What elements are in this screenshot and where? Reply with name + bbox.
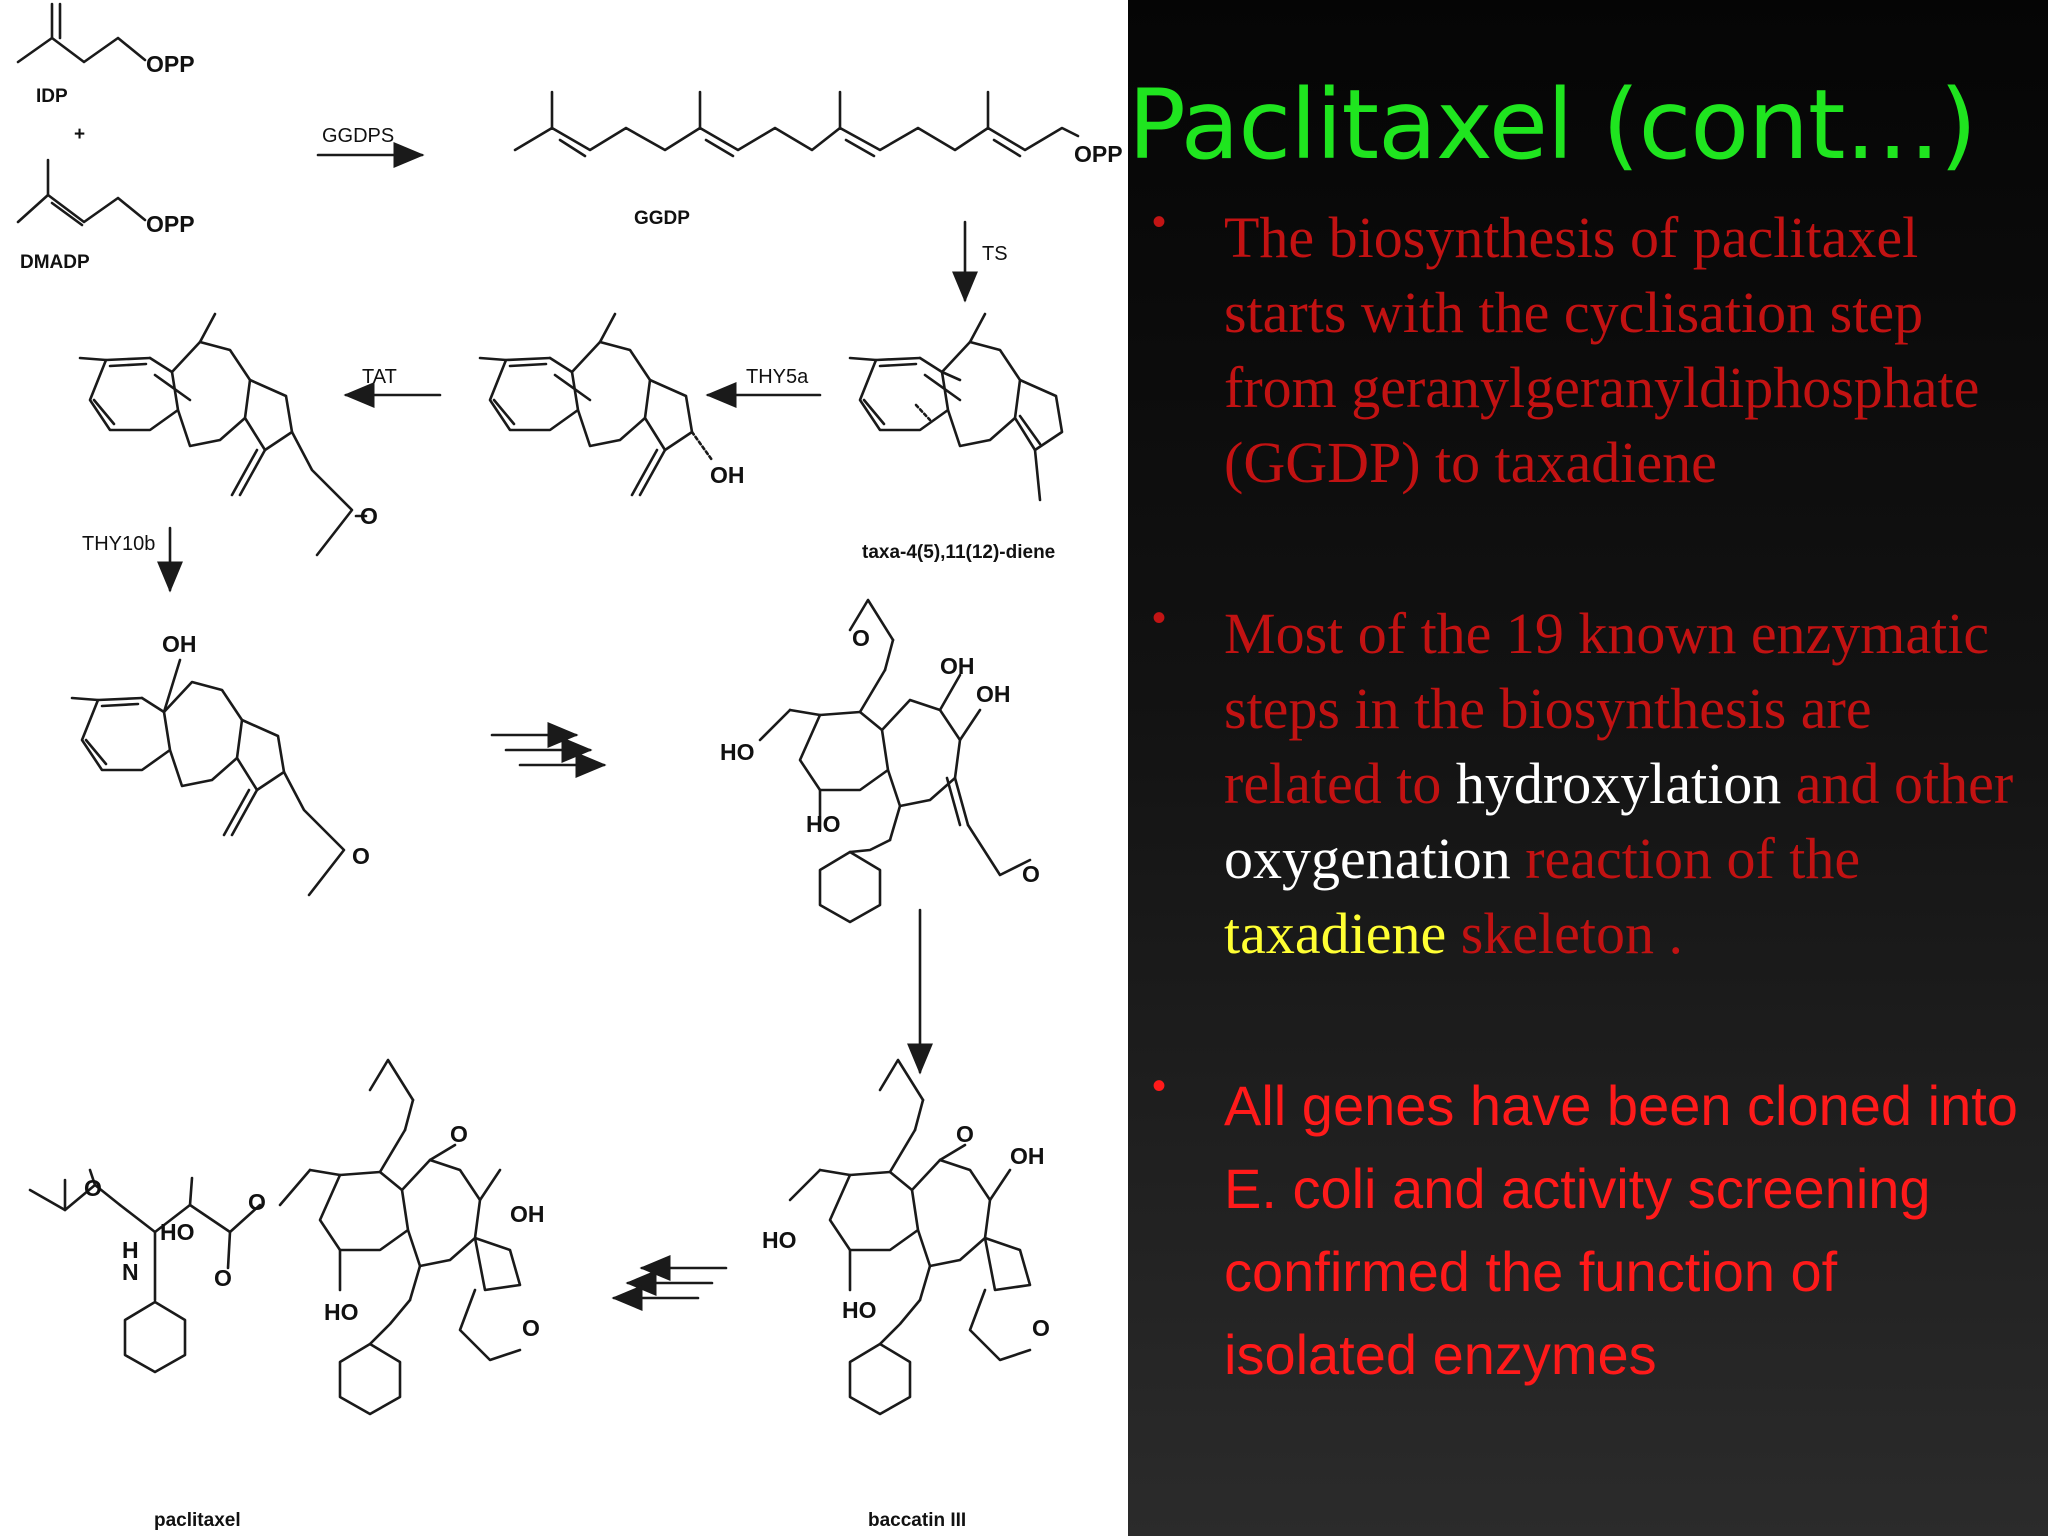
- thy5a-label: THY5a: [746, 366, 809, 388]
- ggdp-opp-label: OPP: [1074, 141, 1123, 167]
- taxadiene-structure: [848, 312, 1064, 502]
- bullet-dot-1: •: [1152, 200, 1167, 244]
- multistep-arrows: [490, 722, 607, 778]
- paclitaxel-o-ester: O: [248, 1189, 266, 1215]
- taxadiene-label: taxa-4(5),11(12)-diene: [862, 542, 1055, 563]
- baccatin-ho-left: HO: [762, 1227, 797, 1253]
- idp-opp-label: OPP: [146, 51, 195, 77]
- bullet-2-part7: skeleton .: [1460, 901, 1683, 966]
- ts-label: TS: [982, 243, 1008, 265]
- ggdp-label: GGDP: [634, 208, 690, 229]
- bullet-2-oxygenation: oxygenation: [1224, 826, 1511, 891]
- dmadp-opp-label: OPP: [146, 211, 195, 237]
- paclitaxel-h: H: [122, 1237, 139, 1263]
- taxadienol-structure: OH: [478, 312, 745, 497]
- ggdps-label: GGDPS: [322, 125, 394, 147]
- bullet-3-text: All genes have been cloned into E. coli …: [1224, 1074, 2018, 1386]
- thy10b-product-oh: OH: [162, 631, 197, 657]
- paclitaxel-n: N: [122, 1259, 139, 1285]
- intermediate-o-top: O: [852, 625, 870, 651]
- bullet-2-taxadiene: taxadiene: [1224, 901, 1447, 966]
- tat-product-o-carbonyl: O: [360, 503, 378, 529]
- thy10b-product-structure: OH O: [70, 631, 370, 897]
- baccatin-o-ketone: O: [956, 1121, 974, 1147]
- paclitaxel-ho-bottom: HO: [324, 1299, 359, 1325]
- bullet-dot-3: •: [1152, 1064, 1167, 1108]
- paclitaxel-o-carbonyl: O: [214, 1265, 232, 1291]
- ggdp-structure: OPP GGDP: [513, 90, 1123, 229]
- paclitaxel-oh: OH: [510, 1201, 545, 1227]
- baccatin-oh: OH: [1010, 1143, 1045, 1169]
- baccatin-label: baccatin III: [868, 1510, 966, 1531]
- polyoxygenated-intermediate-structure: O OH OH HO HO O: [720, 598, 1040, 924]
- final-step-arrows: [611, 1255, 728, 1311]
- thy10b-label: THY10b: [82, 533, 155, 555]
- intermediate-o-right: O: [1022, 861, 1040, 887]
- baccatin-oxetane-o: O: [1032, 1315, 1050, 1341]
- idp-structure: OPP IDP: [16, 2, 195, 107]
- taxadienyl-acetate-structure: O: [78, 312, 378, 557]
- paclitaxel-ho-sidechain: HO: [160, 1219, 195, 1245]
- slide-text-panel: Paclitaxel (cont…) • The biosynthesis of…: [1128, 0, 2048, 1536]
- intermediate-oh-1: OH: [940, 653, 975, 679]
- baccatin-ho-bottom: HO: [842, 1297, 877, 1323]
- plus-sign: +: [74, 124, 85, 145]
- dmadp-label: DMADP: [20, 252, 90, 273]
- bullet-dot-2: •: [1152, 596, 1167, 640]
- thy10b-product-o: O: [352, 843, 370, 869]
- thy5a-product-oh: OH: [710, 462, 745, 488]
- bullet-2-part1: Most of the 19 known enzymatic steps in …: [1224, 601, 1990, 816]
- paclitaxel-oxetane-o: O: [522, 1315, 540, 1341]
- tat-label: TAT: [362, 366, 397, 388]
- bullet-2-part3: and other: [1795, 751, 2014, 816]
- bullet-2-part5: reaction of the: [1525, 826, 1861, 891]
- slide-title: Paclitaxel (cont…): [1128, 69, 1977, 181]
- biosynthesis-diagram: OPP IDP + OPP DMADP GGDPS OPP GGDP TS: [0, 0, 1128, 1536]
- intermediate-ho-left: HO: [720, 739, 755, 765]
- bullet-2-text: Most of the 19 known enzymatic steps in …: [1224, 596, 2034, 971]
- bullet-1-text: The biosynthesis of paclitaxel starts wi…: [1224, 205, 1980, 495]
- paclitaxel-structure: O OH HO O O O HO N H O: [28, 1058, 545, 1416]
- intermediate-ho-bottom: HO: [806, 811, 841, 837]
- pathway-svg: OPP IDP + OPP DMADP GGDPS OPP GGDP TS: [16, 2, 1123, 1531]
- intermediate-oh-2: OH: [976, 681, 1011, 707]
- paclitaxel-o-amide: O: [84, 1175, 102, 1201]
- dmadp-structure: OPP DMADP: [16, 158, 195, 273]
- baccatin-structure: O OH HO HO O: [762, 1058, 1050, 1416]
- idp-label: IDP: [36, 86, 68, 107]
- paclitaxel-o-ketone: O: [450, 1121, 468, 1147]
- paclitaxel-label: paclitaxel: [154, 1510, 241, 1531]
- bullet-2-hydroxylation: hydroxylation: [1455, 751, 1782, 816]
